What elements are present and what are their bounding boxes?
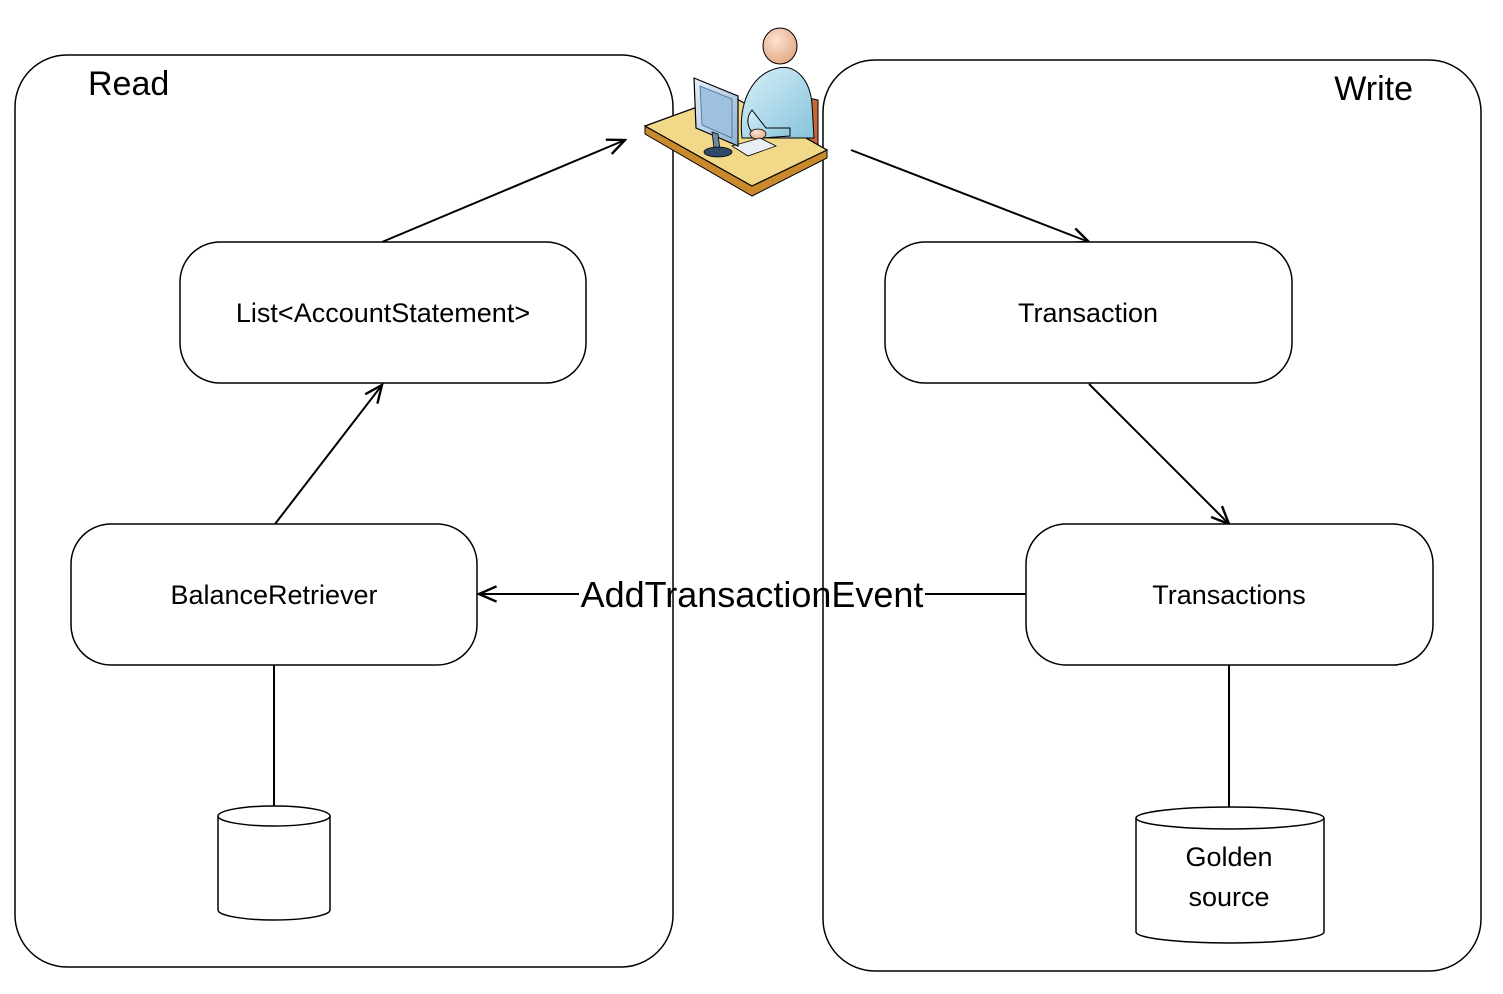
read-store-database-icon bbox=[217, 805, 331, 921]
account-statements-label: List<AccountStatement> bbox=[236, 298, 530, 328]
event-label: AddTransactionEvent bbox=[581, 574, 924, 615]
golden-source-label-line1: Golden bbox=[1185, 842, 1272, 872]
user-to-transaction-arrow bbox=[850, 149, 1089, 242]
transactions-label: Transactions bbox=[1152, 580, 1306, 610]
statements-to-user-arrow bbox=[381, 140, 625, 243]
read-panel-title: Read bbox=[88, 65, 169, 103]
transaction-to-transactions-arrow bbox=[1088, 383, 1229, 524]
account-statements-node bbox=[179, 241, 587, 384]
transactions-node bbox=[1025, 523, 1434, 666]
write-panel bbox=[822, 59, 1482, 972]
balance-retriever-node bbox=[70, 523, 478, 666]
transaction-node bbox=[884, 241, 1293, 384]
balance-retriever-label: BalanceRetriever bbox=[170, 580, 377, 610]
golden-source-database-icon bbox=[1135, 806, 1325, 944]
write-panel-title: Write bbox=[1334, 70, 1413, 108]
user-at-workstation-icon bbox=[643, 27, 829, 197]
retriever-to-statements-arrow bbox=[274, 385, 382, 525]
golden-source-label-line2: source bbox=[1188, 882, 1269, 912]
read-panel bbox=[14, 54, 674, 968]
transaction-label: Transaction bbox=[1018, 298, 1158, 328]
